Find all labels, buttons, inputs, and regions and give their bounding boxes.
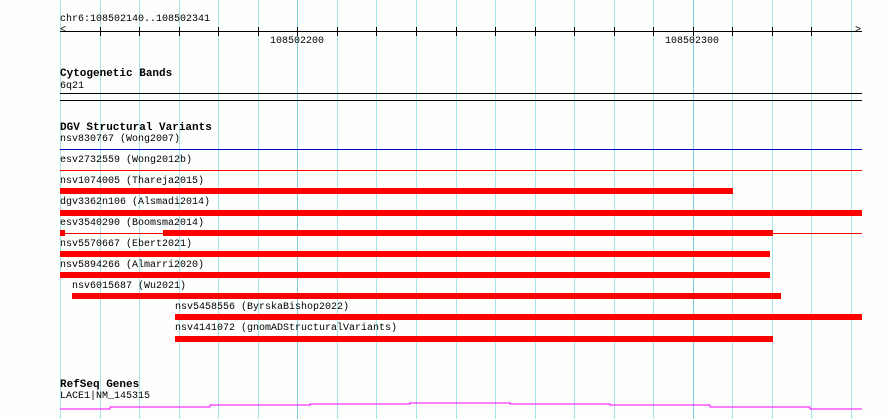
ruler-tick xyxy=(535,27,536,36)
variant-label: nsv4141072 (gnomADStructuralVariants) xyxy=(175,323,398,334)
variant-label: nsv6015687 (Wu2021) xyxy=(72,281,187,292)
track-title-dgv: DGV Structural Variants xyxy=(60,122,212,134)
ruler-tick xyxy=(376,27,377,36)
grid-line xyxy=(60,0,61,419)
ruler-tick xyxy=(811,27,812,36)
variant-feature[interactable] xyxy=(60,188,733,194)
grid-line xyxy=(495,0,496,419)
grid-line xyxy=(416,0,417,419)
cytoband-feature[interactable] xyxy=(60,93,862,94)
variant-label: nsv5894266 (Almarri2020) xyxy=(60,260,205,271)
grid-line xyxy=(139,0,140,419)
grid-line xyxy=(100,0,101,419)
grid-line xyxy=(851,0,852,419)
grid-line xyxy=(732,0,733,419)
scroll-right-arrow-icon[interactable]: > xyxy=(855,25,862,36)
scroll-left-arrow-icon[interactable]: < xyxy=(60,25,67,36)
ruler-tick-label: 108502200 xyxy=(270,36,325,47)
ruler-tick xyxy=(100,27,101,36)
grid-line xyxy=(653,0,654,419)
grid-line xyxy=(218,0,219,419)
cytoband-label: 6q21 xyxy=(60,81,85,92)
grid-line xyxy=(614,0,615,419)
variant-feature[interactable] xyxy=(60,272,770,278)
variant-label: nsv5570667 (Ebert2021) xyxy=(60,239,193,250)
variant-label: nsv5458556 (ByrskaBishop2022) xyxy=(175,302,350,313)
range-label: chr6:108502140..108502341 xyxy=(60,14,211,25)
variant-feature[interactable] xyxy=(60,170,862,171)
ruler-tick xyxy=(258,27,259,36)
grid-line xyxy=(337,0,338,419)
grid-line xyxy=(811,0,812,419)
variant-feature[interactable] xyxy=(60,149,862,150)
grid-line xyxy=(693,0,694,419)
variant-label: nsv1074005 (Thareja2015) xyxy=(60,176,205,187)
variant-label: esv2732559 (Wong2012b) xyxy=(60,155,193,166)
gene-label: LACE1|NM_145315 xyxy=(60,391,151,402)
variant-block xyxy=(60,230,65,236)
variant-feature[interactable] xyxy=(60,210,862,216)
ruler-tick xyxy=(653,27,654,36)
ruler-tick xyxy=(139,27,140,36)
ruler-tick xyxy=(574,27,575,36)
ruler-tick xyxy=(218,27,219,36)
variant-feature[interactable] xyxy=(175,336,773,342)
grid-line xyxy=(179,0,180,419)
variant-feature[interactable] xyxy=(175,314,862,320)
ruler-tick xyxy=(179,27,180,36)
grid-line xyxy=(574,0,575,419)
ruler-tick xyxy=(297,27,298,36)
ruler-tick xyxy=(772,27,773,36)
ruler-tick xyxy=(614,27,615,36)
grid-line xyxy=(456,0,457,419)
variant-label: nsv830767 (Wong2007) xyxy=(60,134,181,145)
ruler-tick xyxy=(495,27,496,36)
grid-line xyxy=(297,0,298,419)
grid-line xyxy=(772,0,773,419)
grid-line xyxy=(258,0,259,419)
variant-block xyxy=(163,230,773,236)
variant-feature[interactable] xyxy=(72,293,781,299)
ruler-tick xyxy=(337,27,338,36)
grid-line xyxy=(376,0,377,419)
track-title-refseq-genes: RefSeq Genes xyxy=(60,379,140,391)
ruler-tick xyxy=(693,27,694,36)
variant-label: dgv3362n106 (Alsmadi2014) xyxy=(60,197,211,208)
ruler-axis[interactable] xyxy=(60,31,862,32)
ruler-tick xyxy=(416,27,417,36)
ruler-tick xyxy=(732,27,733,36)
track-divider xyxy=(60,100,862,101)
ruler-tick-label: 108502300 xyxy=(665,36,720,47)
variant-label: esv3540290 (Boomsma2014) xyxy=(60,218,205,229)
grid-line xyxy=(535,0,536,419)
ruler-tick xyxy=(456,27,457,36)
track-title-cytogenetic-bands: Cytogenetic Bands xyxy=(60,68,173,80)
variant-feature[interactable] xyxy=(60,251,770,257)
